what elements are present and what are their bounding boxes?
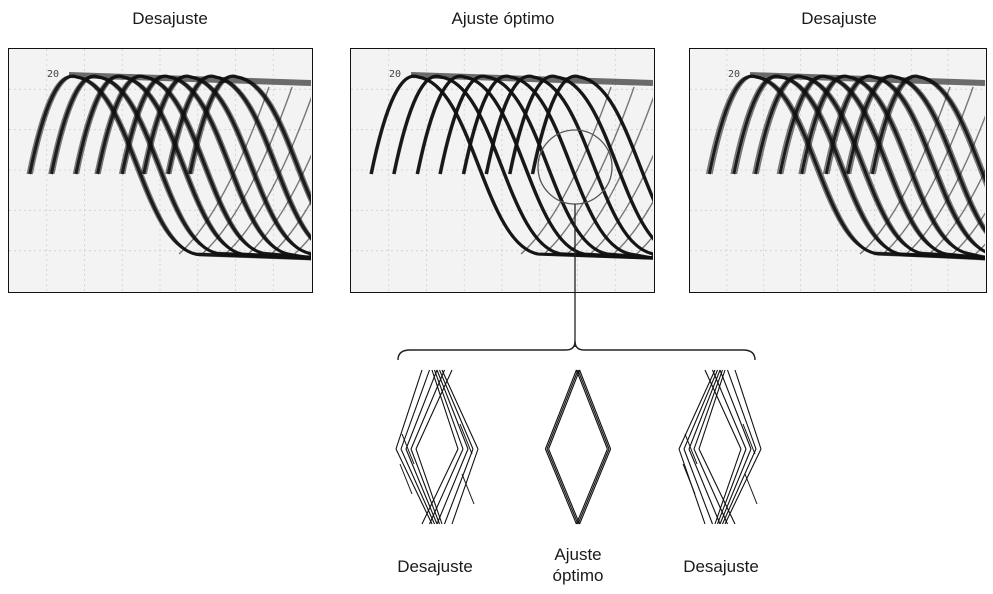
detail-sketch-left — [392, 364, 482, 534]
grouping-brace — [398, 341, 755, 360]
panel-title-right: Desajuste — [729, 8, 949, 30]
screen-marker-text: 20 — [389, 69, 401, 80]
eye-pattern-right: 20 — [690, 49, 985, 291]
oscilloscope-panel-right: 20 — [689, 48, 987, 293]
eye-traces — [707, 75, 985, 260]
diamond-lines — [396, 370, 478, 524]
detail-label-left: Desajuste — [370, 556, 500, 577]
eye-pattern-center: 20 — [351, 49, 653, 291]
detail-label-center: Ajuste óptimo — [515, 544, 641, 586]
eye-pattern-left: 20 — [9, 49, 311, 291]
oscilloscope-panel-left: 20 — [8, 48, 313, 293]
diamond-lines — [679, 370, 761, 524]
eye-traces — [27, 75, 311, 260]
eye-trace — [393, 76, 653, 257]
detail-label-right: Desajuste — [656, 556, 786, 577]
panel-title-center: Ajuste óptimo — [393, 8, 613, 30]
eye-traces — [370, 75, 653, 259]
screen-marker-text: 20 — [728, 69, 740, 80]
detail-sketch-center — [533, 364, 623, 534]
panel-title-left: Desajuste — [60, 8, 280, 30]
screen-marker-text: 20 — [47, 69, 59, 80]
oscilloscope-panel-center: 20 — [350, 48, 655, 293]
diamond-lines — [545, 370, 610, 524]
detail-sketch-right — [675, 364, 765, 534]
